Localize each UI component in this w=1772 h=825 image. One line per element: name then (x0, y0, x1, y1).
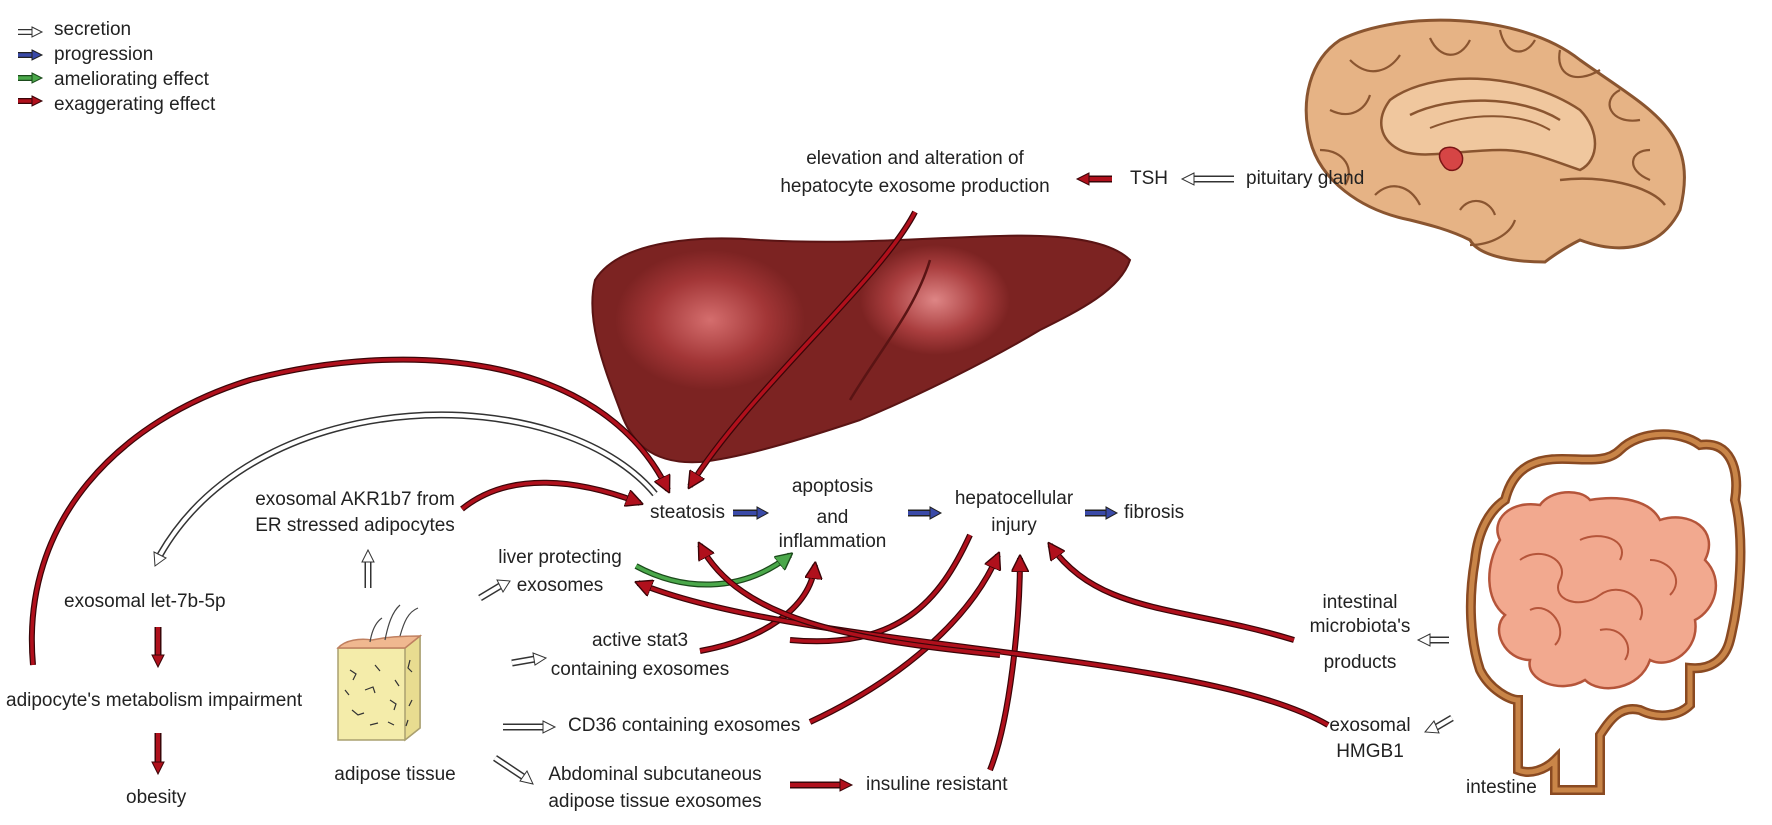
legend-arrows (18, 26, 44, 107)
label-obesity: obesity (126, 787, 187, 808)
arrow-hmgb1-to-steatosis (697, 545, 1001, 658)
legend-secretion-arrow (18, 26, 44, 38)
arrow-adipose-to-liver-protecting (478, 579, 511, 602)
legend-ameliorating-arrow (18, 72, 44, 84)
brain-illustration (1304, 18, 1686, 264)
arrow-adipose-to-cd36 (503, 720, 557, 734)
adipose-tissue-illustration (336, 604, 423, 742)
arrow-let7b-to-impair (151, 627, 165, 669)
ameliorating-arrows (634, 555, 790, 588)
arrow-stat3-to-injury (789, 533, 973, 645)
arrow-steatosis-to-let7b (153, 411, 658, 567)
label-adipocyte-impairment: adipocyte's metabolism impairment (6, 690, 303, 711)
label-stat3-line1: active stat3 (591, 630, 689, 651)
arrow-intestine-to-microbiota (1416, 633, 1449, 647)
label-abdominal-line1: Abdominal subcutaneous (548, 764, 762, 785)
label-steatosis: steatosis (650, 502, 725, 523)
arrow-abdominal-to-insulin (790, 778, 854, 792)
label-intestine: intestine (1466, 777, 1537, 798)
label-liver-protecting-line2: exosomes (516, 575, 604, 596)
label-apoptosis-line1: apoptosis (791, 476, 874, 497)
label-apoptosis-line2: and (816, 507, 849, 528)
legend-exaggerating-label: exaggerating effect (54, 94, 216, 115)
legend-ameliorating-label: ameliorating effect (54, 69, 209, 90)
secretion-arrows (153, 172, 1454, 785)
label-hmgb1-line2: HMGB1 (1336, 741, 1404, 762)
legend-progression-arrow (18, 49, 44, 61)
label-hmgb1-line1: exosomal (1329, 715, 1411, 736)
label-pituitary-gland: pituitary gland (1246, 168, 1365, 189)
intestine-illustration (1465, 429, 1746, 795)
label-injury-line1: hepatocellular (954, 488, 1074, 509)
arrow-intestine-to-hmgb1 (1424, 714, 1454, 734)
progression-arrows (733, 506, 1119, 520)
label-injury-line2: injury (991, 515, 1037, 536)
label-adipose-tissue: adipose tissue (334, 764, 456, 785)
arrow-insulin-to-injury (987, 558, 1020, 772)
label-fibrosis: fibrosis (1124, 502, 1185, 523)
arrow-steatosis-to-apoptosis (733, 506, 770, 520)
arrow-microbiota-to-injury (1050, 545, 1295, 643)
label-cd36: CD36 containing exosomes (568, 715, 801, 736)
label-microbiota-line1: intestinal (1322, 592, 1398, 613)
arrow-apoptosis-to-injury (908, 506, 943, 520)
label-akr1b7-line1: exosomal AKR1b7 from (255, 489, 455, 510)
arrow-impair-to-obesity (151, 733, 165, 776)
legend-progression-label: progression (54, 44, 154, 65)
arrow-tsh-to-elevation (1075, 172, 1112, 186)
arrow-hepatocyte-to-steatosis (690, 210, 918, 486)
label-microbiota-line3: products (1323, 652, 1397, 673)
arrow-akr1b7-to-steatosis (460, 479, 640, 512)
legend-exaggerating-arrow (18, 95, 44, 107)
label-insuline-resistant: insuline resistant (866, 774, 1008, 795)
arrow-hmgb1-to-liver-protecting (638, 583, 1330, 728)
label-microbiota-line2: microbiota's (1309, 616, 1411, 637)
arrow-adipose-to-akr1b7 (361, 548, 375, 588)
label-akr1b7-line2: ER stressed adipocytes (255, 515, 455, 536)
label-liver-protecting-line1: liver protecting (498, 547, 622, 568)
arrow-adipose-to-abdominal (493, 755, 534, 785)
label-stat3-line2: containing exosomes (550, 659, 730, 680)
label-let7b: exosomal let-7b-5p (64, 591, 226, 612)
label-apoptosis-line3: inflammation (778, 531, 887, 552)
arrow-adipocyte-impair-to-steatosis (28, 356, 671, 666)
label-abdominal-line2: adipose tissue exosomes (548, 791, 762, 812)
exaggerating-arrows (28, 172, 1330, 792)
label-hepatocyte-exosome: hepatocyte exosome production (780, 176, 1050, 197)
arrow-adipose-to-stat3 (511, 652, 548, 667)
liver-illustration (591, 234, 1132, 464)
label-tsh: TSH (1130, 168, 1168, 189)
legend-secretion-label: secretion (54, 19, 132, 40)
label-elevation: elevation and alteration of (806, 148, 1024, 169)
arrow-injury-to-fibrosis (1085, 506, 1119, 520)
arrow-pituitary-to-tsh (1180, 172, 1234, 186)
